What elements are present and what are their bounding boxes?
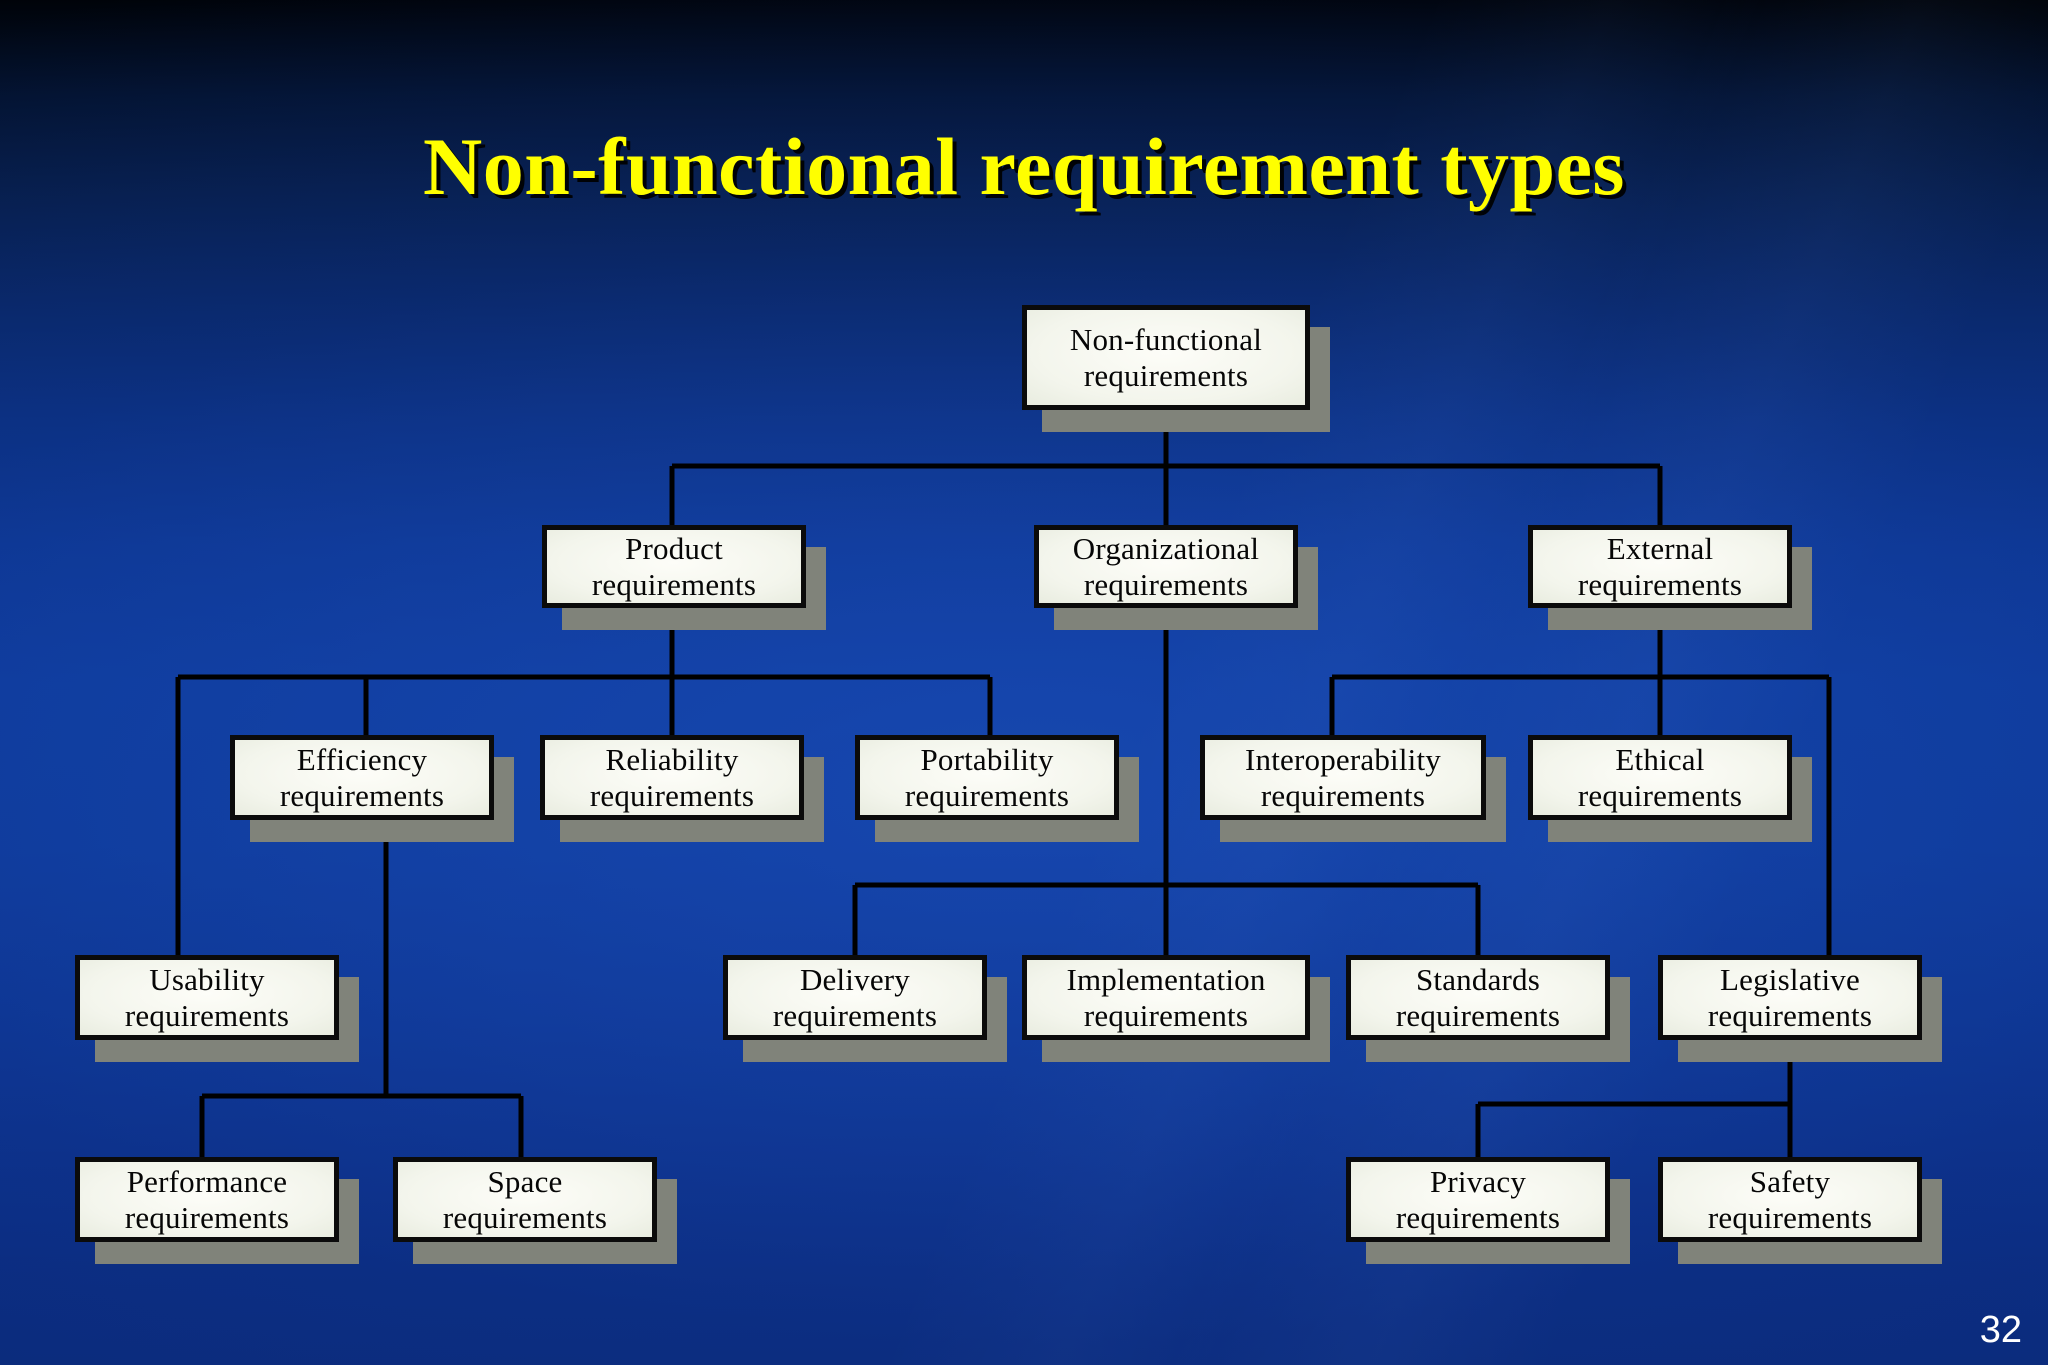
node-label-line1: Reliability [605,741,739,777]
node-label: Non-functional requirements [1064,322,1268,394]
node-usability-requirements[interactable]: Usability requirements [75,955,359,1062]
node-label-line2: requirements [1707,997,1873,1033]
node-box: Reliability requirements [540,735,804,820]
node-label-line1: Delivery [799,961,911,997]
page-title: Non-functional requirement types [423,121,1625,212]
node-label: Standards requirements [1390,962,1566,1034]
node-non-functional-requirements[interactable]: Non-functional requirements [1022,305,1330,432]
node-box: Space requirements [393,1157,657,1242]
node-label-line2: requirements [1577,566,1743,602]
node-label-line1: Performance [126,1163,288,1199]
node-label-line1: Space [487,1163,563,1199]
node-ethical-requirements[interactable]: Ethical requirements [1528,735,1812,842]
node-label: Portability requirements [899,742,1075,814]
node-reliability-requirements[interactable]: Reliability requirements [540,735,824,842]
node-box: Safety requirements [1658,1157,1922,1242]
node-box: Non-functional requirements [1022,305,1310,410]
node-label-line2: requirements [1083,357,1249,393]
node-label-line1: Legislative [1720,961,1860,997]
node-efficiency-requirements[interactable]: Efficiency requirements [230,735,514,842]
node-safety-requirements[interactable]: Safety requirements [1658,1157,1942,1264]
node-label-line1: External [1606,530,1714,566]
node-label: Privacy requirements [1390,1164,1566,1236]
node-label-line2: requirements [1577,777,1743,813]
node-label: Implementation requirements [1060,962,1271,1034]
node-label-line2: requirements [589,777,755,813]
node-label-line2: requirements [124,997,290,1033]
node-label: Reliability requirements [584,742,760,814]
node-box: Organizational requirements [1034,525,1298,608]
node-box: Efficiency requirements [230,735,494,820]
node-label-line1: Product [625,530,723,566]
node-label-line1: Ethical [1615,741,1705,777]
node-space-requirements[interactable]: Space requirements [393,1157,677,1264]
node-label-line1: Safety [1749,1163,1831,1199]
node-label-line2: requirements [1083,997,1249,1033]
node-performance-requirements[interactable]: Performance requirements [75,1157,359,1264]
node-label: Performance requirements [119,1164,295,1236]
node-box: Delivery requirements [723,955,987,1040]
node-product-requirements[interactable]: Product requirements [542,525,826,630]
node-box: Implementation requirements [1022,955,1310,1040]
node-label: Interoperability requirements [1239,742,1447,814]
node-label-line2: requirements [279,777,445,813]
node-box: Usability requirements [75,955,339,1040]
node-label: Efficiency requirements [274,742,450,814]
node-box: Performance requirements [75,1157,339,1242]
node-label-line1: Usability [149,961,265,997]
node-label-line1: Standards [1415,961,1541,997]
node-label-line2: requirements [1707,1199,1873,1235]
node-external-requirements[interactable]: External requirements [1528,525,1812,630]
node-label-line1: Organizational [1072,530,1260,566]
node-label-line1: Privacy [1429,1163,1527,1199]
node-box: Privacy requirements [1346,1157,1610,1242]
node-standards-requirements[interactable]: Standards requirements [1346,955,1630,1062]
node-label-line2: requirements [442,1199,608,1235]
node-interoperability-requirements[interactable]: Interoperability requirements [1200,735,1506,842]
node-label: Safety requirements [1702,1164,1878,1236]
node-label-line2: requirements [124,1199,290,1235]
node-label-line2: requirements [591,566,757,602]
node-box: Portability requirements [855,735,1119,820]
node-label: Usability requirements [119,962,295,1034]
node-legislative-requirements[interactable]: Legislative requirements [1658,955,1942,1062]
node-box: Legislative requirements [1658,955,1922,1040]
node-label-line2: requirements [1083,566,1249,602]
node-label: Delivery requirements [767,962,943,1034]
node-label-line1: Efficiency [296,741,428,777]
node-label: Organizational requirements [1067,531,1265,603]
node-box: External requirements [1528,525,1792,608]
node-implementation-requirements[interactable]: Implementation requirements [1022,955,1330,1062]
node-label: Space requirements [437,1164,613,1236]
node-label-line1: Interoperability [1244,741,1441,777]
node-box: Product requirements [542,525,806,608]
node-privacy-requirements[interactable]: Privacy requirements [1346,1157,1630,1264]
node-organizational-requirements[interactable]: Organizational requirements [1034,525,1318,630]
node-label: Ethical requirements [1572,742,1748,814]
node-label-line1: Non-functional [1069,321,1263,357]
node-box: Interoperability requirements [1200,735,1486,820]
node-label-line2: requirements [1395,1199,1561,1235]
node-label-line1: Implementation [1066,961,1266,997]
node-box: Ethical requirements [1528,735,1792,820]
node-box: Standards requirements [1346,955,1610,1040]
node-label-line2: requirements [1395,997,1561,1033]
node-label-line2: requirements [772,997,938,1033]
node-label: Product requirements [586,531,762,603]
node-label-line2: requirements [1260,777,1426,813]
node-portability-requirements[interactable]: Portability requirements [855,735,1139,842]
node-delivery-requirements[interactable]: Delivery requirements [723,955,1007,1062]
node-label: External requirements [1572,531,1748,603]
node-label-line2: requirements [904,777,1070,813]
node-label-line1: Portability [920,741,1054,777]
node-label: Legislative requirements [1702,962,1878,1034]
page-number: 32 [1979,1309,2022,1351]
